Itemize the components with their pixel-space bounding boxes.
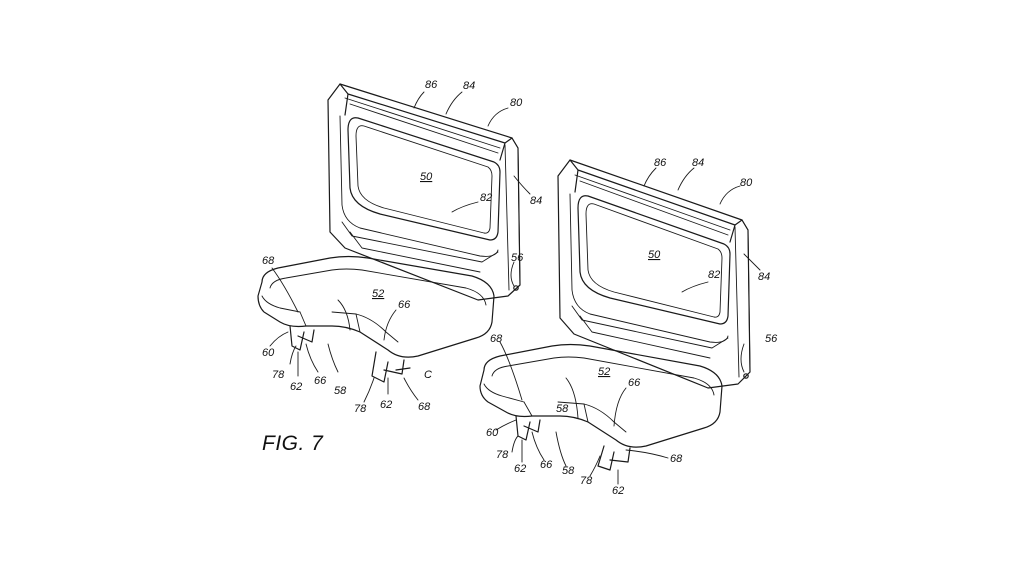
ref-label: 84	[463, 80, 475, 92]
ref-label: 56	[511, 252, 524, 264]
ref-label: C	[424, 369, 432, 381]
seat-left-back-window	[347, 117, 501, 241]
seat-right	[479, 159, 751, 471]
reference-numerals-left: 86 84 80 84 50 82 56 68 52 66 58 60 78 6…	[262, 79, 542, 415]
ref-label: 68	[418, 401, 431, 413]
ref-label: 86	[654, 157, 667, 169]
figure-caption: FIG. 7	[262, 432, 324, 455]
ref-label: 52	[372, 288, 384, 300]
ref-label: 66	[628, 377, 641, 389]
seat-right-hinge-front	[515, 415, 541, 441]
ref-label: 56	[765, 333, 778, 345]
ref-label: 68	[262, 255, 275, 267]
ref-label: 62	[514, 463, 526, 475]
ref-label: 82	[480, 192, 492, 204]
seat-right-back-window	[577, 195, 731, 325]
leader-lines	[269, 91, 761, 485]
ref-label: 84	[530, 195, 542, 207]
ref-label: 66	[398, 299, 411, 311]
ref-label: 62	[290, 381, 302, 393]
seat-left	[257, 83, 521, 383]
ref-label: 84	[692, 157, 704, 169]
ref-label: 82	[708, 269, 720, 281]
seat-right-top-rim	[569, 159, 743, 243]
ref-label: 52	[598, 366, 610, 378]
seat-left-hinge-front	[289, 325, 315, 351]
ref-label: 58	[334, 385, 347, 397]
ref-label: 86	[425, 79, 438, 91]
ref-label: 78	[354, 403, 367, 415]
ref-label: 58	[562, 465, 575, 477]
ref-label: 58	[556, 403, 569, 415]
ref-label: 80	[740, 177, 753, 189]
ref-label: 60	[486, 427, 499, 439]
ref-label: 50	[648, 249, 661, 261]
ref-label: 60	[262, 347, 275, 359]
seat-left-top-rim	[339, 83, 513, 161]
ref-label: 50	[420, 171, 433, 183]
seat-right-hinge-right	[597, 445, 631, 471]
ref-label: 68	[490, 333, 503, 345]
ref-label: 68	[670, 453, 683, 465]
ref-label: 84	[758, 271, 770, 283]
ref-label: 66	[540, 459, 553, 471]
ref-label: 78	[496, 449, 509, 461]
seat-left-cushion	[257, 255, 495, 358]
seat-right-cushion	[479, 343, 723, 448]
ref-label: 62	[612, 485, 624, 497]
ref-label: 62	[380, 399, 392, 411]
reference-numerals-right: 86 84 80 84 50 82 56 68 52 66 58 60 78 6…	[486, 157, 778, 497]
ref-label: 78	[580, 475, 593, 487]
ref-label: 66	[314, 375, 327, 387]
ref-label: 78	[272, 369, 285, 381]
ref-label: 80	[510, 97, 523, 109]
seat-left-hinge-right	[371, 351, 411, 383]
